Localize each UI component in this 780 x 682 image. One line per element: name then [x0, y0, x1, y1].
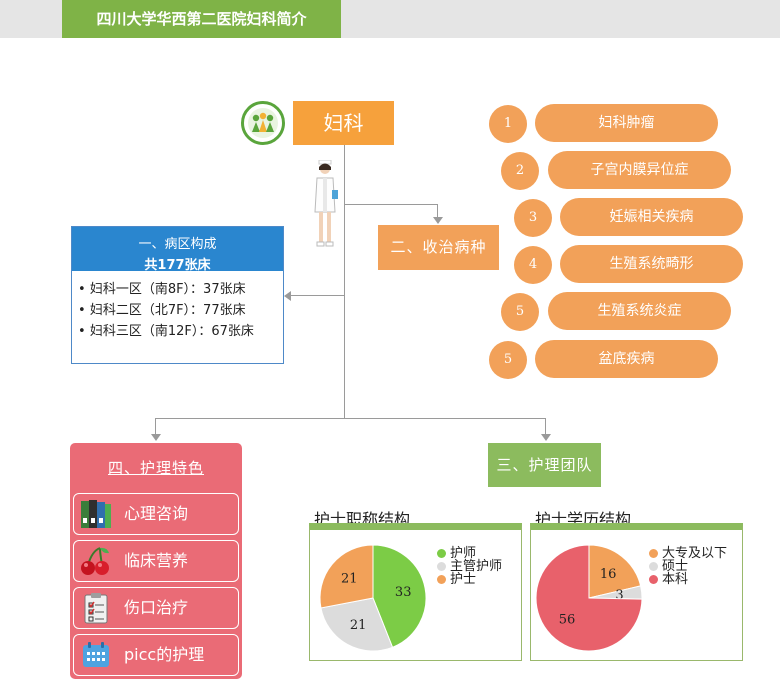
legend-item: 硕士: [649, 560, 727, 573]
ward-list: 妇科一区（南8F）：37张床 妇科二区（北7F）：77张床 妇科三区（南12F）…: [78, 279, 254, 342]
ward-item: 妇科一区（南8F）：37张床: [78, 279, 254, 300]
chart-frame: [309, 523, 522, 661]
connector-to-diseases-v: [437, 204, 438, 218]
chart-frame: [530, 523, 743, 661]
pie-value-label: 56: [559, 613, 576, 628]
connector-to-team-v: [545, 418, 546, 435]
legend-item: 护师: [437, 547, 502, 560]
ward-heading: 一、病区构成: [138, 237, 217, 252]
legend-swatch: [649, 575, 658, 584]
legend-item: 大专及以下: [649, 547, 727, 560]
pie-value-label: 21: [350, 618, 367, 633]
disease-number: 2: [501, 152, 539, 190]
pie-slice-护师: [372, 544, 427, 648]
legend-label: 护师: [450, 546, 477, 561]
legend-swatch: [437, 575, 446, 584]
disease-item: 生殖系统畸形: [560, 245, 743, 283]
pie-slice-主管护师: [320, 597, 394, 652]
team-heading: 三、护理团队: [488, 443, 601, 487]
legend-label: 本科: [662, 572, 689, 587]
pie-chart-education-structure: 16 3 56: [535, 544, 643, 652]
arrow-to-team: [541, 434, 551, 441]
connector-to-ward: [291, 295, 345, 296]
ward-bed-total: 共177张床: [144, 258, 211, 273]
pie-chart-title-structure: 33 21 21: [319, 544, 427, 652]
cherries-icon: [80, 545, 112, 577]
arrow-to-ward: [284, 291, 291, 301]
pie-value-label: 16: [600, 567, 617, 582]
calendar-icon: [80, 639, 112, 671]
legend-item: 主管护师: [437, 560, 502, 573]
care-heading: 四、护理特色: [107, 459, 204, 477]
hospital-logo: [241, 101, 285, 145]
disease-item: 妊娠相关疾病: [560, 198, 743, 236]
legend-label: 主管护师: [450, 559, 503, 574]
chart-legend: 大专及以下 硕士 本科: [649, 547, 727, 586]
ward-header: 一、病区构成 共177张床: [72, 227, 283, 273]
legend-label: 护士: [450, 572, 477, 587]
connector-bottom-h: [155, 418, 546, 419]
page-title: 四川大学华西第二医院妇科简介: [62, 0, 341, 38]
pie-slice-护士: [319, 544, 374, 609]
disease-number: 1: [489, 105, 527, 143]
nurse-figure-icon: [305, 159, 345, 250]
legend-item: 本科: [649, 573, 727, 586]
care-item: picc的护理: [73, 634, 239, 676]
root-node-gynecology: 妇科: [293, 101, 394, 145]
care-item: 心理咨询: [73, 493, 239, 535]
disease-number: 5: [501, 293, 539, 331]
legend-swatch: [649, 549, 658, 558]
care-item-label: 心理咨询: [124, 504, 189, 523]
arrow-to-diseases: [433, 217, 443, 224]
care-item-label: picc的护理: [124, 645, 205, 664]
legend-swatch: [437, 549, 446, 558]
care-item: 伤口治疗: [73, 587, 239, 629]
disease-item: 子宫内膜异位症: [548, 151, 731, 189]
chart-legend: 护师 主管护师 护士: [437, 547, 502, 586]
disease-item: 盆底疾病: [535, 340, 718, 378]
care-item-label: 临床营养: [124, 551, 189, 570]
arrow-to-care: [151, 434, 161, 441]
clipboard-icon: [80, 592, 112, 624]
ward-item: 妇科三区（南12F）：67张床: [78, 321, 254, 342]
disease-item: 妇科肿瘤: [535, 104, 718, 142]
disease-number: 4: [514, 246, 552, 284]
legend-item: 护士: [437, 573, 502, 586]
care-item-label: 伤口治疗: [124, 598, 189, 617]
legend-label: 硕士: [662, 559, 689, 574]
ward-item: 妇科二区（北7F）：77张床: [78, 300, 254, 321]
legend-swatch: [649, 562, 658, 571]
diseases-heading: 二、收治病种: [378, 225, 499, 270]
care-item: 临床营养: [73, 540, 239, 582]
connector-to-diseases-h: [344, 204, 438, 205]
care-features-panel: 四、护理特色 心理咨询: [70, 443, 242, 679]
binders-icon: [80, 498, 112, 530]
connector-to-care-v: [155, 418, 156, 435]
disease-item: 生殖系统炎症: [548, 292, 731, 330]
pie-value-label: 33: [395, 585, 412, 600]
connector-main-vertical: [344, 145, 345, 418]
legend-swatch: [437, 562, 446, 571]
disease-number: 5: [489, 341, 527, 379]
disease-number: 3: [514, 199, 552, 237]
pie-slice-本科: [535, 544, 643, 652]
ward-section: 一、病区构成 共177张床 妇科一区（南8F）：37张床 妇科二区（北7F）：7…: [71, 226, 284, 364]
pie-slice-大专及以下: [588, 544, 642, 599]
pie-value-label: 3: [615, 588, 623, 603]
pie-value-label: 21: [341, 571, 358, 586]
legend-label: 大专及以下: [662, 546, 728, 561]
